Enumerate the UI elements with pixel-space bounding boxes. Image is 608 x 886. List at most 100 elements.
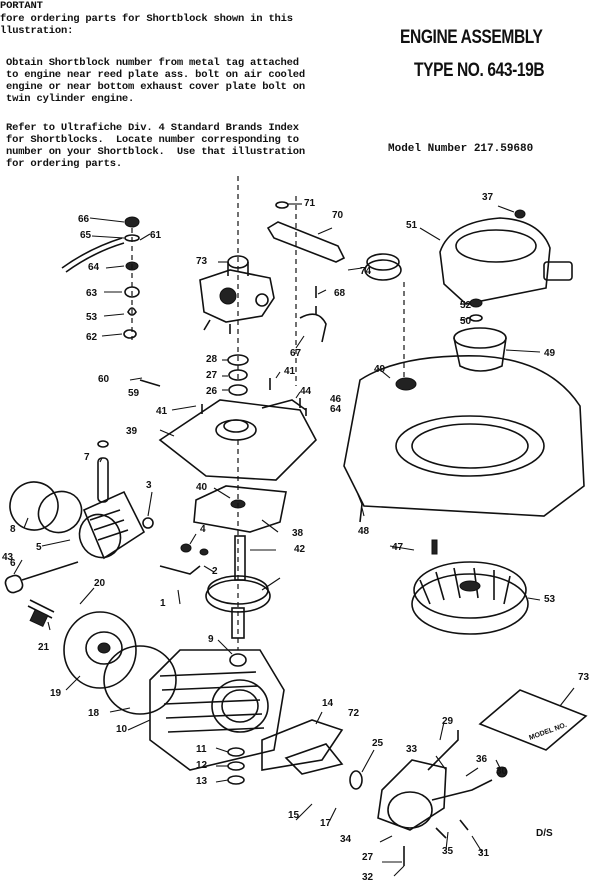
part-number-label: 32	[362, 872, 374, 883]
part-number-label: 39	[126, 426, 138, 437]
part-number-label: 51	[406, 220, 418, 231]
part-number-label: 52	[460, 300, 472, 311]
part-number-label: 27	[362, 852, 374, 863]
model-number: Model Number 217.59680	[388, 143, 534, 155]
part-number-label: 35	[442, 846, 454, 857]
part-number-label: 61	[150, 230, 162, 241]
throttle-lever-part	[266, 201, 346, 263]
note-line: llustration:	[0, 25, 74, 37]
part-number-label: 11	[196, 744, 207, 755]
important-heading: PORTANT	[0, 0, 43, 12]
part-number-label: 60	[98, 374, 110, 385]
note-line: for ordering parts.	[6, 158, 122, 170]
part-number-label: 5	[36, 542, 42, 553]
part-number-label: 10	[116, 724, 128, 735]
part-number-label: 34	[340, 834, 352, 845]
cup-part	[453, 327, 507, 372]
part-number-label: 37	[482, 192, 494, 203]
part-number-label: 73	[578, 672, 590, 683]
part-number-label: 64	[330, 404, 342, 415]
part-number-label: 48	[358, 526, 370, 537]
part-number-label: 7	[84, 452, 90, 463]
part-number-label: 43	[2, 552, 14, 563]
note-line: twin cylinder engine.	[6, 93, 135, 105]
title-engine-assembly: ENGINE ASSEMBLY	[400, 27, 543, 48]
part-number-label: 53	[86, 312, 98, 323]
part-number-label: 47	[392, 542, 404, 553]
part-number-label: 13	[196, 776, 208, 787]
part-number-label: 26	[206, 386, 218, 397]
part-number-label: 25	[372, 738, 384, 749]
crankshaft-part	[205, 535, 271, 639]
flywheel-key-part	[357, 493, 438, 555]
part-number-label: 18	[88, 708, 100, 719]
fuel-line-part	[61, 237, 125, 273]
spring-part	[349, 770, 363, 790]
part-number-label: 50	[460, 316, 472, 327]
part-number-label: 64	[88, 262, 100, 273]
part-number-label: 20	[94, 578, 106, 589]
carburetor-part	[199, 255, 275, 334]
rod-bolt-part	[159, 543, 209, 575]
part-number-label: 29	[442, 716, 454, 727]
part-number-label: 53	[544, 594, 556, 605]
part-number-label: 30	[496, 766, 508, 777]
piston-pin-part	[97, 440, 109, 503]
part-number-label: 17	[320, 818, 332, 829]
part-number-label: 59	[128, 388, 140, 399]
part-number-label: 2	[212, 566, 218, 577]
leader-lines	[13, 203, 575, 877]
part-number-label: 36	[476, 754, 488, 765]
part-number-label: 67	[290, 348, 302, 359]
part-number-label: 28	[206, 354, 218, 365]
note-line: engine or near bottom exhaust cover plat…	[6, 81, 305, 93]
seal-part	[142, 517, 154, 529]
piston-ring-part	[9, 481, 83, 534]
note-line: number on your Shortblock. Use that illu…	[6, 146, 305, 158]
note-line: fore ordering parts for Shortblock shown…	[0, 13, 293, 25]
part-number-label: 44	[300, 386, 312, 397]
part-number-label: 75	[0, 0, 12, 3]
cylinder-part	[149, 649, 285, 771]
cover-gasket-part	[103, 645, 177, 715]
part-number-label: 4	[200, 524, 206, 535]
reed-plate-part	[158, 399, 317, 481]
part-number-label: 62	[86, 332, 98, 343]
points-part	[427, 730, 508, 839]
part-number-label: 31	[478, 848, 490, 859]
part-number-label: 14	[322, 698, 334, 709]
part-number-label: 72	[348, 708, 360, 719]
part-number-label: 15	[288, 810, 300, 821]
part-number-label: 1	[160, 598, 166, 609]
part-number-labels: 6665646353626160594139873654320211918107…	[0, 0, 590, 883]
part-number-label: 73	[196, 256, 208, 267]
part-number-label: 27	[206, 370, 218, 381]
screw-part	[139, 378, 307, 416]
part-number-label: 8	[10, 524, 16, 535]
crankcase-cover-part	[63, 611, 137, 689]
footer-code: D/S	[536, 828, 553, 839]
coil-bracket-part	[261, 719, 344, 775]
spark-plug-part	[27, 599, 55, 628]
part-number-label: 70	[332, 210, 344, 221]
part-number-label: 66	[78, 214, 90, 225]
part-number-label: 12	[196, 760, 208, 771]
part-number-label: 63	[86, 288, 98, 299]
part-number-label: 41	[284, 366, 296, 377]
decal-label: MODEL NO.	[528, 722, 568, 742]
part-number-label: 33	[406, 744, 418, 755]
starter-housing-part	[439, 209, 573, 305]
reed-valve-part	[193, 485, 287, 533]
flywheel-part	[411, 561, 529, 635]
part-number-label: 68	[334, 288, 346, 299]
pulley-part	[364, 253, 483, 322]
part-number-label: 6	[10, 558, 16, 569]
magneto-part	[377, 759, 447, 866]
note-line: Refer to Ultrafiche Div. 4 Standard Bran…	[6, 122, 299, 134]
part-number-label: 74	[360, 266, 372, 277]
piston-part	[78, 490, 146, 560]
linkage-part	[299, 286, 327, 343]
part-number-label: 40	[196, 482, 208, 493]
